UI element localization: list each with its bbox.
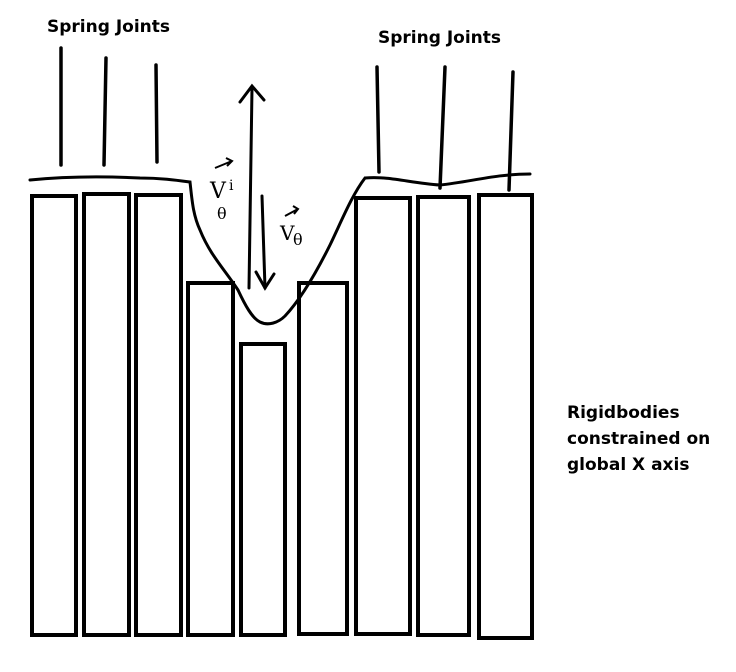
spring-line bbox=[507, 70, 515, 192]
vector-arrow-icon bbox=[214, 157, 234, 169]
rigidbody-bar bbox=[186, 281, 235, 637]
velocity-final-arrow bbox=[254, 194, 276, 291]
note-line-2: constrained on bbox=[567, 429, 710, 449]
spring-line bbox=[375, 65, 381, 174]
svg-text:V: V bbox=[209, 179, 227, 204]
rigidbody-bar bbox=[30, 194, 78, 637]
rigidbody-bar bbox=[416, 195, 471, 637]
spring-joint-lines bbox=[59, 46, 515, 192]
spring-joints-label-right: Spring Joints bbox=[378, 28, 501, 48]
svg-text:θ: θ bbox=[217, 204, 227, 223]
spring-line bbox=[154, 63, 159, 164]
rigidbody-bars bbox=[30, 192, 534, 640]
rigidbody-bar bbox=[297, 281, 349, 636]
rigidbody-bar bbox=[477, 193, 534, 640]
spring-line bbox=[438, 65, 447, 190]
vector-arrow-icon bbox=[284, 205, 300, 217]
svg-text:θ: θ bbox=[293, 230, 303, 249]
note-line-3: global X axis bbox=[567, 455, 689, 475]
spring-joints-label-left: Spring Joints bbox=[47, 17, 170, 37]
rigidbody-bar bbox=[354, 196, 412, 636]
rigidbody-bar bbox=[239, 342, 287, 637]
note-line-1: Rigidbodies bbox=[567, 403, 680, 423]
svg-text:i: i bbox=[229, 178, 234, 194]
svg-text:V: V bbox=[279, 221, 295, 245]
surface-contour bbox=[28, 172, 532, 326]
velocity-initial-arrow bbox=[238, 83, 266, 290]
velocity-initial-label: V i θ bbox=[209, 157, 234, 223]
rigidbody-bar bbox=[82, 192, 131, 637]
rigidbody-bar bbox=[134, 193, 183, 637]
spring-line bbox=[102, 56, 108, 167]
velocity-final-label: V θ bbox=[279, 205, 303, 249]
